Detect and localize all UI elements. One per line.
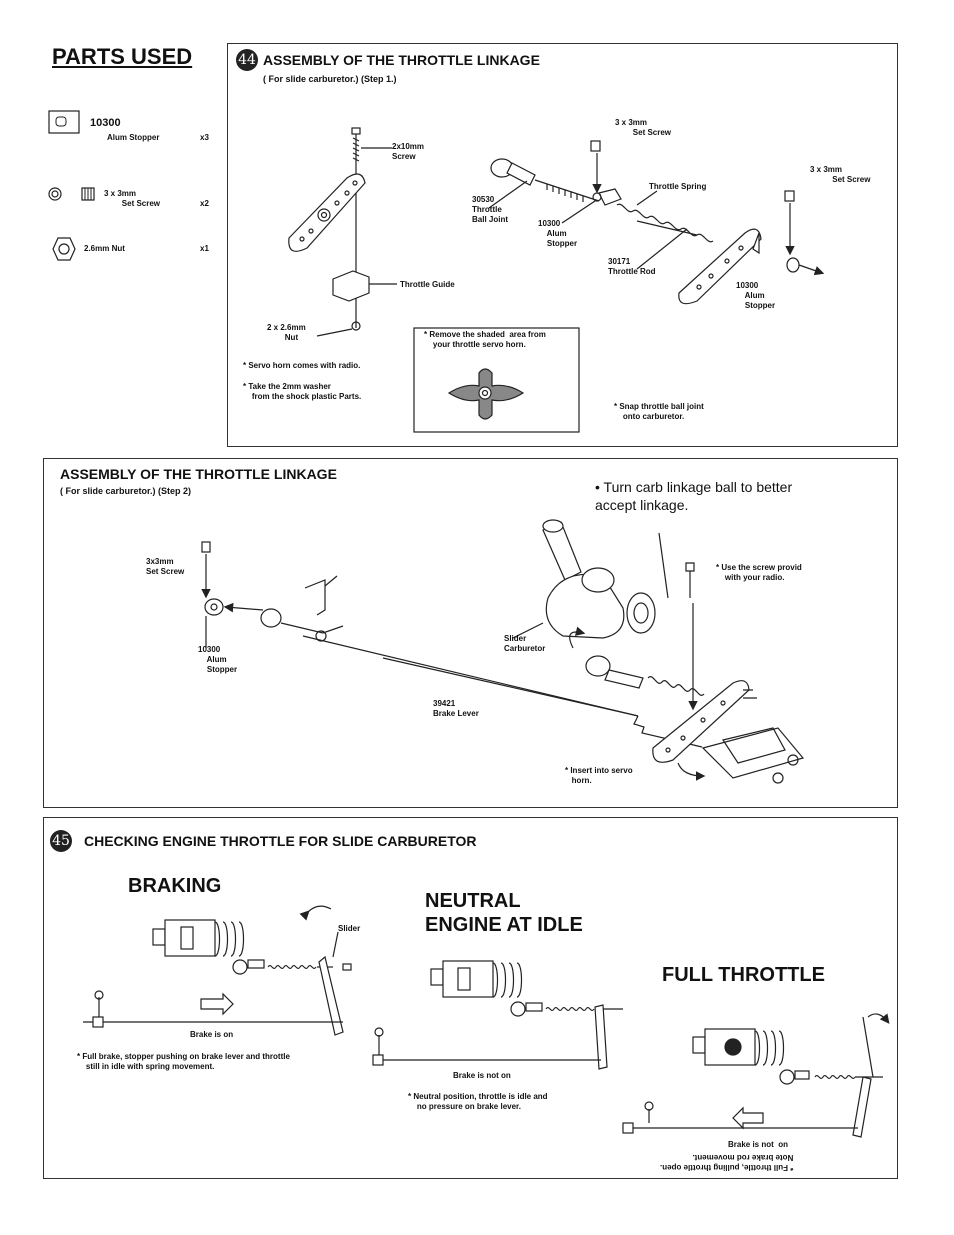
step2-diagram [201, 519, 805, 784]
step44-diagram [288, 127, 825, 433]
alum-stopper-icon [48, 110, 80, 134]
braking-heading: BRAKING [128, 875, 222, 897]
label-throttle-spring: Throttle Spring [649, 182, 707, 191]
full-throttle-heading: FULL THROTTLE [662, 964, 825, 986]
step2-tip: • Turn carb linkage ball to better accep… [595, 479, 793, 513]
label-brake-lever: 39421 Brake Lever [433, 699, 479, 718]
full-note: * Full throttle, pulling throttle open. … [660, 1153, 794, 1172]
part-name: 2.6mm Nut [84, 244, 125, 253]
parts-used-title: PARTS USED [52, 44, 193, 69]
label-throttle-rod: 30171 Throttle Rod [608, 257, 656, 276]
step45-panel [43, 817, 898, 1179]
label-slider-carburetor: Slider Carburetor [504, 634, 546, 653]
step44-panel [227, 43, 898, 447]
neutral-heading: NEUTRAL ENGINE AT IDLE [425, 890, 583, 936]
part-qty: x2 [200, 199, 209, 208]
label-screw-2x10: 2x10mm Screw [392, 142, 425, 161]
part-name: Alum Stopper [107, 133, 160, 142]
step2-panel [43, 458, 898, 808]
step45-title: CHECKING ENGINE THROTTLE FOR SLIDE CARBU… [84, 833, 477, 849]
label-alum-stopper-b: 10300 Alum Stopper [736, 281, 776, 310]
label-throttle-guide: Throttle Guide [400, 280, 455, 289]
part-code: 10300 [90, 117, 121, 129]
set-screw-icon [48, 187, 95, 201]
label-ball-joint: 30530 Throttle Ball Joint [472, 195, 509, 224]
label-nut-2x26: 2 x 2.6mm Nut [267, 323, 306, 342]
label-set-screw: 3x3mm Set Screw [146, 557, 185, 576]
note-insert-servo: * Insert into servo horn. [565, 766, 633, 785]
part-qty: x1 [200, 244, 209, 253]
step2-subtitle: ( For slide carburetor.) (Step 2) [60, 486, 192, 496]
neutral-note: * Neutral position, throttle is idle and… [408, 1092, 548, 1111]
part-qty: x3 [200, 133, 209, 142]
note-use-screw: * Use the screw provid with your radio. [716, 563, 802, 582]
note-washer: * Take the 2mm washer from the shock pla… [243, 382, 362, 401]
label-set-screw-b: 3 x 3mm Set Screw [810, 165, 871, 184]
braking-slider-label: Slider [338, 924, 361, 933]
step44-subtitle: ( For slide carburetor.) (Step 1.) [263, 74, 397, 84]
part-name: 3 x 3mm Set Screw [104, 189, 161, 208]
neutral-status: Brake is not on [453, 1071, 511, 1080]
step44-badge: 44 [236, 49, 258, 71]
braking-status: Brake is on [190, 1030, 234, 1039]
note-snap-ball-joint: * Snap throttle ball joint onto carburet… [614, 402, 704, 421]
full-status: Brake is not on [728, 1140, 789, 1149]
hex-nut-icon [52, 237, 76, 261]
braking-diagram [83, 905, 890, 1138]
note-remove-shaded: * Remove the shaded area from your throt… [424, 330, 546, 349]
braking-note: * Full brake, stopper pushing on brake l… [77, 1052, 290, 1071]
step2-title: ASSEMBLY OF THE THROTTLE LINKAGE [60, 466, 337, 482]
step44-title: ASSEMBLY OF THE THROTTLE LINKAGE [263, 52, 540, 68]
label-alum-stopper: 10300 Alum Stopper [198, 645, 238, 674]
label-alum-stopper-a: 10300 Alum Stopper [538, 219, 578, 248]
step45-badge: 45 [50, 830, 72, 852]
label-set-screw-a: 3 x 3mm Set Screw [615, 118, 672, 137]
note-servo-horn: * Servo horn comes with radio. [243, 361, 361, 370]
